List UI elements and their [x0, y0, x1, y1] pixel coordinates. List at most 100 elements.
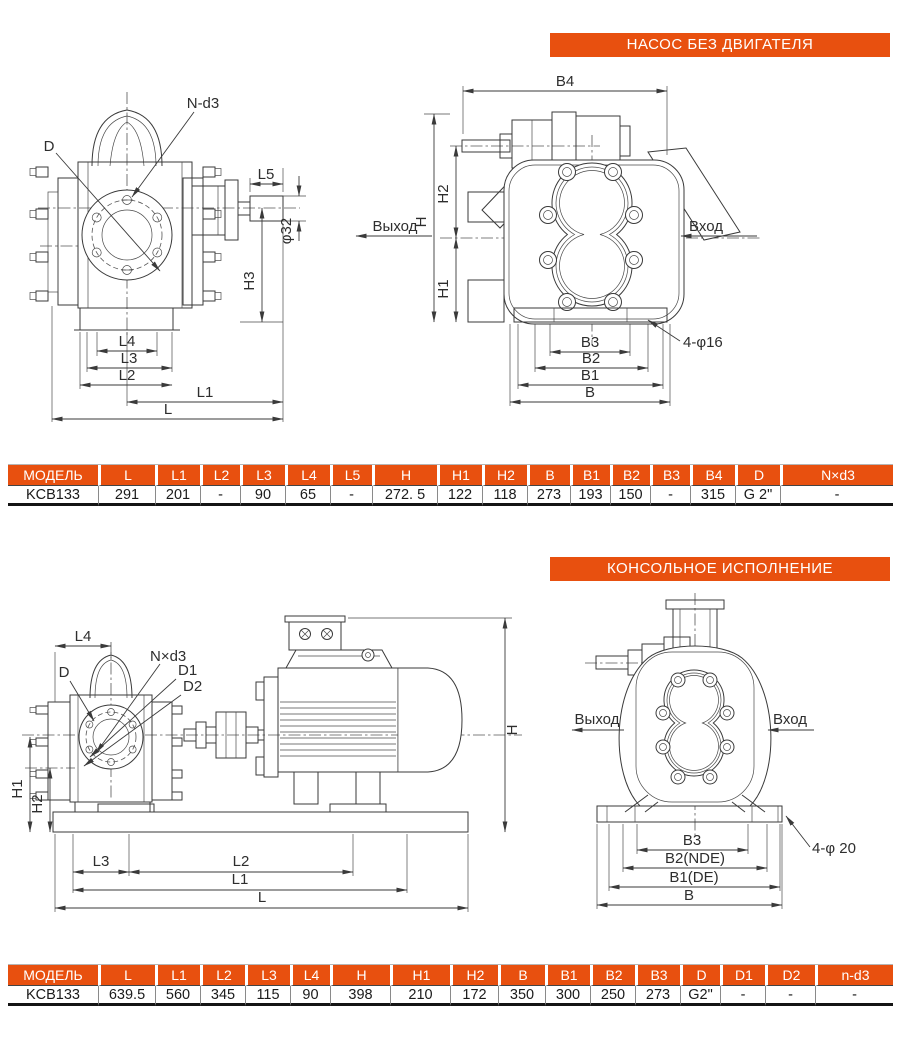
outlet-label: Выход — [373, 218, 418, 235]
outlet-label: Выход — [575, 711, 620, 728]
dim-label-l1: L1 — [197, 384, 214, 401]
port-flange-circle — [78, 704, 144, 770]
housing-bolts — [655, 672, 735, 785]
port-flange-circle — [81, 189, 173, 281]
column-header: B1 — [570, 465, 610, 486]
baseplate — [52, 811, 469, 833]
motor-rear-bell — [398, 667, 463, 773]
dim-label-h3: H3 — [241, 271, 258, 290]
dim-label-l1: L1 — [232, 871, 249, 888]
flange-bolt-holes — [91, 195, 163, 275]
inlet-label: Вход — [773, 711, 807, 728]
table-cell: 272. 5 — [372, 486, 437, 506]
table-cell: 90 — [240, 486, 285, 506]
dim-label-b: B — [585, 384, 595, 401]
table-cell: 560 — [155, 986, 200, 1006]
table-cell: 639.5 — [98, 986, 155, 1006]
column-header: L — [98, 465, 155, 486]
dim-label-b2: B2(NDE) — [665, 850, 725, 867]
column-header: D2 — [765, 965, 815, 986]
assembly-dimensions: L4 D N×d3 D1 D2 H1 H2 H L3 L2 — [9, 617, 521, 912]
table-cell: 115 — [245, 986, 290, 1006]
table-cell: 201 — [155, 486, 200, 506]
table-cell: KCB133 — [8, 986, 98, 1006]
pump-front-dimensions: B4 H H2 H1 Выход Вход 4-φ16 B3 — [355, 73, 757, 406]
dim-label-l2: L2 — [119, 367, 136, 384]
dim-label-l4: L4 — [75, 628, 92, 645]
base-plate — [596, 805, 783, 823]
column-header: B4 — [690, 465, 735, 486]
dim-label-b: B — [684, 887, 694, 904]
table-cell: - — [765, 986, 815, 1006]
column-header: D — [735, 465, 780, 486]
housing-bolts — [539, 163, 643, 311]
console-dimensions: Выход Вход 4-φ 20 B3 B2(NDE) B1(DE) B — [571, 711, 856, 909]
column-header: L3 — [245, 965, 290, 986]
dim-label-h: H — [504, 725, 521, 736]
pump-pedestal — [79, 307, 174, 331]
column-header: L2 — [200, 965, 245, 986]
column-header: L4 — [290, 965, 330, 986]
motor-flange — [263, 676, 279, 778]
pump-motor-assembly-drawing: L4 D N×d3 D1 D2 H1 H2 H L3 L2 — [9, 615, 522, 912]
table-cell: G 2" — [735, 486, 780, 506]
dim-label-d1: D1 — [178, 662, 197, 679]
table-cell: - — [330, 486, 372, 506]
column-header: B3 — [650, 465, 690, 486]
column-header: H — [372, 465, 437, 486]
table-cell: 350 — [498, 986, 545, 1006]
column-header: D1 — [720, 965, 765, 986]
dim-label-l4: L4 — [119, 333, 136, 350]
column-header: D — [680, 965, 720, 986]
table-cell: 122 — [437, 486, 482, 506]
motor-fins — [280, 701, 396, 757]
column-header: H2 — [450, 965, 498, 986]
dim-label-d: D — [44, 138, 55, 155]
bearing-and-shaft — [191, 179, 284, 241]
pump-front-view-drawing: B4 H H2 H1 Выход Вход 4-φ16 B3 — [355, 73, 760, 406]
dim-label-b1: B1 — [581, 367, 599, 384]
column-header: H1 — [390, 965, 450, 986]
column-header: B3 — [635, 965, 680, 986]
table-cell: 65 — [285, 486, 330, 506]
assembly-outline — [22, 615, 522, 833]
table-cell: - — [780, 486, 893, 506]
dim-label-l5: L5 — [258, 166, 275, 183]
dim-label-h2: H2 — [29, 794, 46, 813]
column-header: L1 — [155, 965, 200, 986]
column-header: L4 — [285, 465, 330, 486]
table-cell: 398 — [330, 986, 390, 1006]
dim-label-d2: D2 — [183, 678, 202, 695]
section-banner-pump: НАСОС БЕЗ ДВИГАТЕЛЯ — [550, 33, 890, 57]
table-cell: G2" — [680, 986, 720, 1006]
console-front-view-drawing: Выход Вход 4-φ 20 B3 B2(NDE) B1(DE) B — [571, 593, 856, 909]
inlet-label: Вход — [689, 218, 723, 235]
gear-chamber — [663, 669, 725, 777]
shaft-end — [249, 195, 284, 222]
table-cell: 300 — [545, 986, 590, 1006]
table-cell: 118 — [482, 486, 527, 506]
column-header: B1 — [545, 965, 590, 986]
table-cell: 273 — [635, 986, 680, 1006]
table-cell: 193 — [570, 486, 610, 506]
pump-front-outline — [440, 111, 760, 345]
table-cell: 291 — [98, 486, 155, 506]
column-header: L1 — [155, 465, 200, 486]
column-header: B — [527, 465, 570, 486]
column-header: L — [98, 965, 155, 986]
dim-label-l3: L3 — [93, 853, 110, 870]
console-outline — [585, 593, 783, 838]
dim-label-l2: L2 — [233, 853, 250, 870]
dim-label-b4: B4 — [556, 73, 574, 90]
dim-label-phi32: φ32 — [278, 218, 295, 244]
table-cell: KCB133 — [8, 486, 98, 506]
column-header: L2 — [200, 465, 240, 486]
pump-side-view-drawing: D N-d3 L5 φ32 H3 L4 — [29, 92, 306, 422]
column-header: L3 — [240, 465, 285, 486]
